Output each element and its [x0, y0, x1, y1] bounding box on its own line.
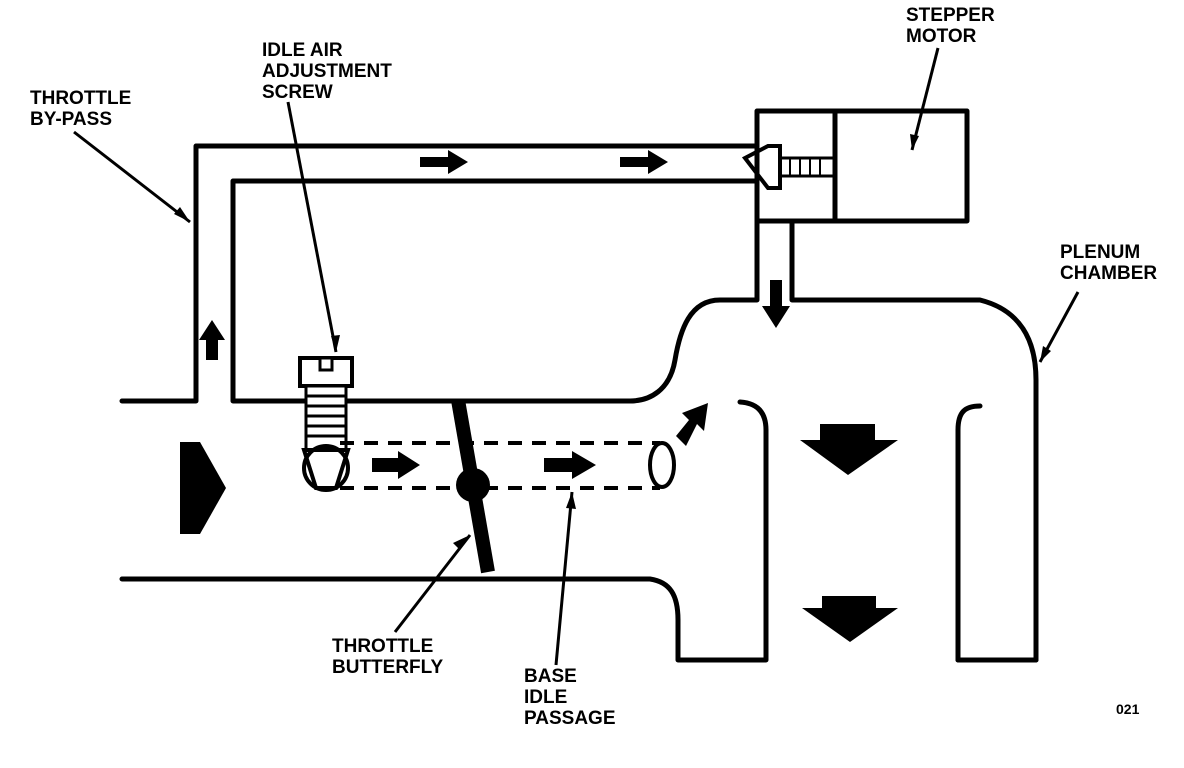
flow-arrows	[180, 150, 898, 642]
passage-arrow-2	[544, 451, 596, 479]
label-idle-air-screw-line2: ADJUSTMENT	[262, 61, 392, 82]
label-throttle-butterfly-line2: BUTTERFLY	[332, 657, 444, 678]
passage-arrow-1	[372, 451, 420, 479]
label-base-idle-passage-line1: BASE	[524, 666, 577, 687]
label-throttle-bypass: THROTTLE BY-PASS	[30, 88, 131, 130]
bypass-up-arrow	[199, 320, 225, 360]
plenum-arrow-1	[800, 424, 898, 475]
base-idle-passage	[340, 441, 660, 490]
inlet-arrow	[180, 442, 226, 534]
bypass-inner-wall	[230, 178, 760, 404]
label-stepper-motor-line1: STEPPER	[906, 5, 995, 26]
idle-air-screw	[298, 356, 354, 492]
passage-exit-arrow	[676, 403, 708, 446]
label-base-idle-passage-line2: IDLE	[524, 687, 568, 708]
label-idle-air-screw-line1: IDLE AIR	[262, 40, 343, 61]
intake-duct-upper-wall	[119, 143, 759, 404]
passage-outlet	[648, 441, 676, 489]
label-plenum-chamber-line1: PLENUM	[1060, 242, 1141, 263]
label-idle-air-screw: IDLE AIR ADJUSTMENT SCREW	[262, 40, 392, 103]
stepper-pintle	[741, 144, 835, 190]
label-throttle-bypass-line2: BY-PASS	[30, 109, 113, 130]
label-throttle-butterfly-line1: THROTTLE	[332, 636, 434, 657]
stepper-motor-housing	[754, 108, 970, 224]
label-throttle-butterfly: THROTTLE BUTTERFLY	[332, 636, 443, 678]
bypass-outlet-wall	[789, 219, 1039, 663]
label-plenum-chamber-line2: CHAMBER	[1060, 263, 1158, 284]
bypass-arrow-2	[620, 150, 668, 174]
label-base-idle-passage: BASE IDLE PASSAGE	[524, 666, 616, 729]
plenum-partition	[955, 403, 983, 663]
throttle-butterfly	[451, 398, 495, 574]
bypass-down-arrow	[762, 280, 790, 328]
label-plenum-chamber: PLENUM CHAMBER	[1060, 242, 1157, 284]
label-throttle-bypass-line1: THROTTLE	[30, 88, 132, 109]
intake-duct-lower-wall	[119, 399, 769, 663]
label-stepper-motor: STEPPER MOTOR	[906, 5, 995, 47]
leader-lines	[73, 47, 1080, 666]
label-idle-air-screw-line3: SCREW	[262, 82, 333, 103]
label-stepper-motor-line2: MOTOR	[906, 26, 977, 47]
leader-arrowheads	[174, 134, 1051, 550]
label-base-idle-passage-line3: PASSAGE	[524, 708, 616, 729]
plenum-arrow-2	[802, 596, 898, 642]
figure-number: 021	[1116, 701, 1140, 717]
bypass-arrow-1	[420, 150, 468, 174]
